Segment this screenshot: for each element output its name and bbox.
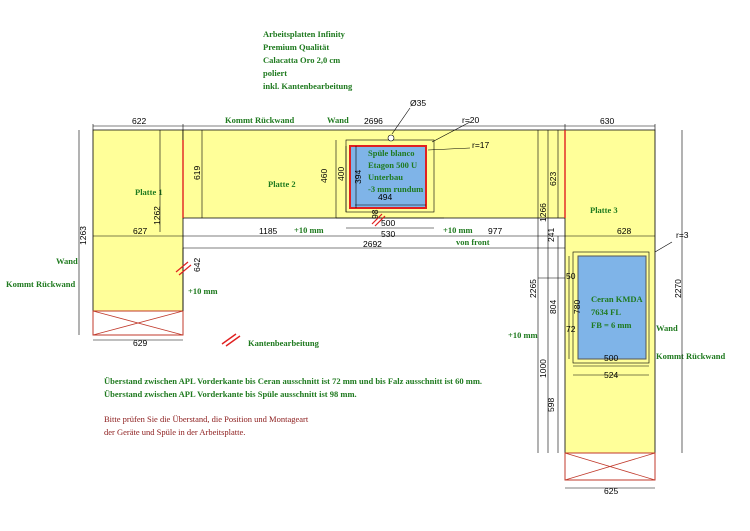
note-von-front: von front bbox=[456, 237, 490, 247]
sink-line-1: Spüle blanco bbox=[368, 148, 415, 158]
dim-1262: 1262 bbox=[152, 206, 162, 225]
dim-622: 622 bbox=[132, 116, 146, 126]
edge-legend-icon bbox=[221, 333, 241, 347]
header-line-1: Arbeitsplatten Infinity bbox=[263, 29, 346, 39]
plate-3-label: Platte 3 bbox=[590, 205, 618, 215]
note-check-2: der Geräte und Spüle in der Arbeitsplatt… bbox=[104, 427, 245, 437]
end-cap-left bbox=[92, 310, 184, 336]
sink-line-4: -3 mm rundum bbox=[368, 184, 423, 194]
dim-1000: 1000 bbox=[538, 359, 548, 378]
wall-left-wand: Wand bbox=[56, 256, 78, 266]
dim-2265: 2265 bbox=[528, 279, 538, 298]
wall-top-rueckwand: Kommt Rückwand bbox=[225, 115, 294, 125]
dim-394: 394 bbox=[353, 170, 363, 184]
wall-right-rueckwand: Kommt Rückwand bbox=[656, 351, 725, 361]
dim-598: 598 bbox=[546, 398, 556, 412]
note-overhang-sink: Überstand zwischen APL Vorderkante bis S… bbox=[104, 389, 357, 399]
cooktop-line-1: Ceran KMDA bbox=[591, 294, 644, 304]
dim-98: 98 bbox=[370, 209, 380, 219]
dim-r3: r=3 bbox=[676, 230, 689, 240]
edge-marker-sink bbox=[371, 213, 386, 227]
note-check-1: Bitte prüfen Sie die Überstand, die Posi… bbox=[104, 414, 309, 424]
header-line-5: inkl. Kantenbearbeitung bbox=[263, 81, 353, 91]
header-line-4: poliert bbox=[263, 68, 287, 78]
wall-left-rueckwand: Kommt Rückwand bbox=[6, 279, 75, 289]
note-plus10-left: +10 mm bbox=[188, 286, 218, 296]
dim-804: 804 bbox=[548, 300, 558, 314]
dim-2696: 2696 bbox=[364, 116, 383, 126]
dim-1266: 1266 bbox=[538, 203, 548, 222]
dim-977: 977 bbox=[488, 226, 502, 236]
cooktop-cutout: Ceran KMDA 7634 FL FB = 6 mm bbox=[572, 251, 650, 364]
dim-241: 241 bbox=[546, 228, 556, 242]
header-line-2: Premium Qualität bbox=[263, 42, 329, 52]
dim-sink-500: 500 bbox=[381, 218, 395, 228]
dim-628: 628 bbox=[617, 226, 631, 236]
wall-right-wand: Wand bbox=[656, 323, 678, 333]
tap-hole-icon bbox=[387, 134, 395, 142]
dim-cooktop-500: 500 bbox=[604, 353, 618, 363]
dim-619: 619 bbox=[192, 166, 202, 180]
dim-494: 494 bbox=[378, 192, 392, 202]
edge-marker-left bbox=[175, 261, 192, 276]
sink-line-2: Etagon 500 U bbox=[368, 160, 417, 170]
note-plus10-sink-left: +10 mm bbox=[294, 225, 324, 235]
cooktop-line-3: FB = 6 mm bbox=[591, 320, 632, 330]
sink-line-3: Unterbau bbox=[368, 172, 403, 182]
dim-2692: 2692 bbox=[363, 239, 382, 249]
note-plus10-sink-right: +10 mm bbox=[443, 225, 473, 235]
dim-2270: 2270 bbox=[673, 279, 683, 298]
dim-623: 623 bbox=[548, 172, 558, 186]
plate-1-label: Platte 1 bbox=[135, 187, 163, 197]
end-cap-right bbox=[564, 452, 656, 481]
edge-legend-label: Kantenbearbeitung bbox=[248, 338, 320, 348]
note-plus10-right: +10 mm bbox=[508, 330, 538, 340]
dim-629: 629 bbox=[133, 338, 147, 348]
cooktop-line-2: 7634 FL bbox=[591, 307, 621, 317]
dim-400: 400 bbox=[336, 167, 346, 181]
note-overhang-cooktop: Überstand zwischen APL Vorderkante bis C… bbox=[104, 376, 482, 386]
header-line-3: Calacatta Oro 2,0 cm bbox=[263, 55, 340, 65]
dim-780: 780 bbox=[572, 300, 582, 314]
dim-625: 625 bbox=[604, 486, 618, 496]
dim-tap-diameter: Ø35 bbox=[410, 98, 426, 108]
dim-1263: 1263 bbox=[78, 226, 88, 245]
dim-72: 72 bbox=[566, 324, 576, 334]
dim-627: 627 bbox=[133, 226, 147, 236]
dim-50: 50 bbox=[566, 271, 576, 281]
plate-2-label: Platte 2 bbox=[268, 179, 296, 189]
dim-1185: 1185 bbox=[259, 226, 278, 236]
dim-642: 642 bbox=[192, 258, 202, 272]
wall-top-wand: Wand bbox=[327, 115, 349, 125]
dim-r17: r=17 bbox=[472, 140, 490, 150]
dimension-lines bbox=[78, 107, 683, 489]
dim-r20: r=20 bbox=[462, 115, 480, 125]
dim-530: 530 bbox=[381, 229, 395, 239]
dim-460: 460 bbox=[319, 169, 329, 183]
material-header: Arbeitsplatten Infinity Premium Qualität… bbox=[263, 29, 353, 91]
dim-524: 524 bbox=[604, 370, 618, 380]
dim-630: 630 bbox=[600, 116, 614, 126]
